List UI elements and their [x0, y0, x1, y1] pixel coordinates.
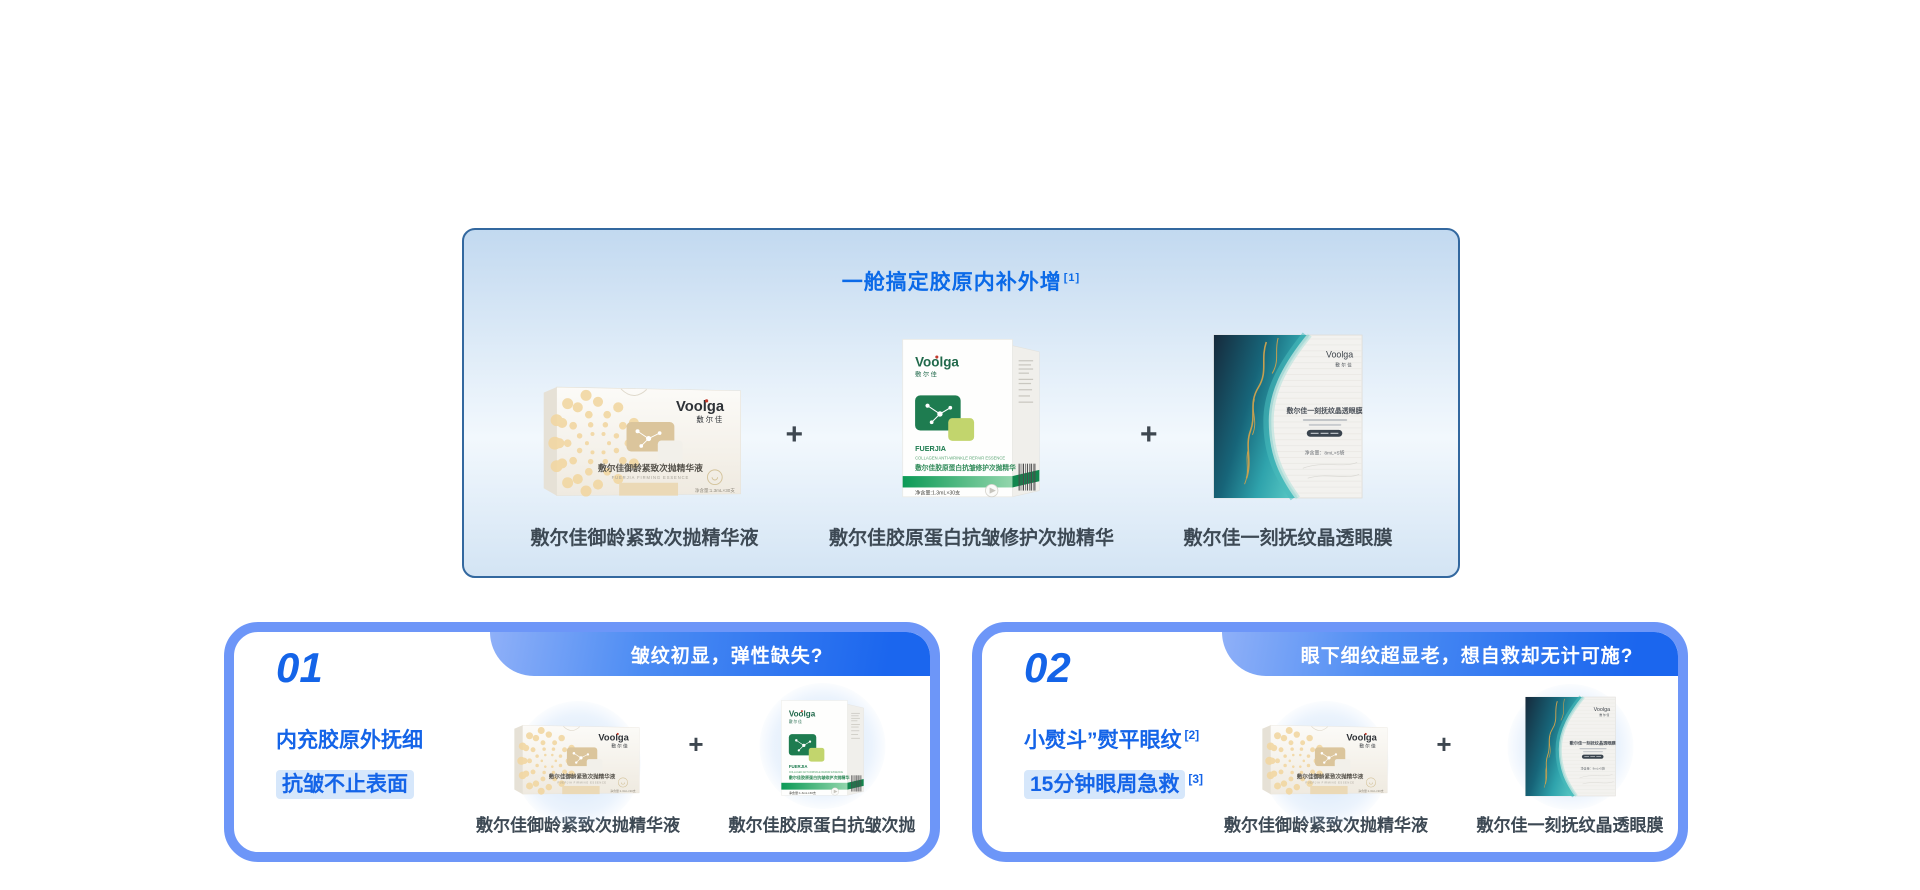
hero-title: 一舱搞定胶原内补外增[1] — [464, 266, 1458, 296]
collagen-essence-box-image — [772, 693, 872, 799]
hero-bundle-card: 一舱搞定胶原内补外增[1] 敷尔佳御龄紧致次抛精华液 + 敷尔佳胶原蛋白抗皱修护… — [462, 228, 1460, 578]
hero-title-text: 一舱搞定胶原内补外增 — [841, 271, 1062, 294]
product-caption: 敷尔佳御龄紧致次抛精华液 — [530, 528, 759, 549]
combo-02-product-1: 敷尔佳御龄紧致次抛精华液 — [1224, 701, 1428, 836]
product-cell-firming-essence: 敷尔佳御龄紧致次抛精华液 — [529, 365, 759, 550]
plus-sign: + — [785, 418, 803, 451]
combo-01-question: 皱纹初显，弹性缺失? — [630, 645, 824, 667]
hero-title-superscript: [1] — [1063, 272, 1081, 284]
benefit-line-1: 小熨斗”熨平眼纹[2] — [1024, 724, 1203, 754]
combo-01-number: 01 — [276, 644, 323, 691]
benefit-line-2: 抗皱不止表面 — [276, 768, 426, 799]
eye-mask-box-image — [1522, 694, 1618, 799]
firming-essence-box-image — [1253, 711, 1399, 799]
benefit-text: 小熨斗”熨平眼纹 — [1024, 729, 1182, 752]
plus-sign: + — [1140, 418, 1158, 451]
combo-02-number: 02 — [1024, 644, 1071, 691]
combo-02-benefit-lines: 小熨斗”熨平眼纹[2] 15分钟眼周急救[3] — [1024, 724, 1203, 812]
combo-card-01: 皱纹初显，弹性缺失? 01 内充胶原外抚细 抗皱不止表面 敷尔佳御龄紧致次抛精华… — [224, 622, 940, 862]
combo-02-product-2: 敷尔佳一刻抚纹晶透眼膜 — [1476, 684, 1664, 836]
plus-sign: + — [688, 729, 704, 759]
benefit-superscript: [2] — [1184, 728, 1200, 742]
hero-products-row: 敷尔佳御龄紧致次抛精华液 + 敷尔佳胶原蛋白抗皱修护次抛精华 + 敷尔佳一刻抚纹… — [464, 327, 1458, 550]
eye-mask-box-image — [1209, 330, 1367, 503]
product-caption: 敷尔佳胶原蛋白抗皱次抛 — [728, 816, 916, 835]
product-caption: 敷尔佳一刻抚纹晶透眼膜 — [1183, 528, 1393, 549]
firming-essence-box-image — [505, 711, 651, 799]
benefit-superscript: [3] — [1188, 772, 1204, 786]
product-cell-collagen-essence: 敷尔佳胶原蛋白抗皱修护次抛精华 — [829, 327, 1114, 550]
benefit-text-highlighted: 15分钟眼周急救 — [1024, 770, 1186, 799]
collagen-essence-box-image — [888, 327, 1054, 503]
benefit-line-2: 15分钟眼周急救[3] — [1024, 768, 1204, 799]
combo-01-benefit-lines: 内充胶原外抚细 抗皱不止表面 — [276, 724, 426, 812]
combo-01-question-bar: 皱纹初显，弹性缺失? — [490, 632, 930, 676]
product-caption: 敷尔佳一刻抚纹晶透眼膜 — [1476, 816, 1664, 835]
combo-02-question-bar: 眼下细纹超显老，想自救却无计可施? — [1222, 632, 1678, 676]
combo-01-product-1: 敷尔佳御龄紧致次抛精华液 — [476, 701, 680, 836]
benefit-line-1: 内充胶原外抚细 — [276, 724, 426, 754]
benefit-text: 内充胶原外抚细 — [276, 729, 423, 752]
combo-02-question: 眼下细纹超显老，想自救却无计可施? — [1300, 645, 1634, 667]
benefit-text-highlighted: 抗皱不止表面 — [276, 770, 414, 799]
firming-essence-box-image — [529, 365, 759, 503]
product-cell-eye-mask: 敷尔佳一刻抚纹晶透眼膜 — [1184, 330, 1393, 550]
product-caption: 敷尔佳胶原蛋白抗皱修护次抛精华 — [828, 528, 1114, 549]
combo-01-product-2: 敷尔佳胶原蛋白抗皱次抛 — [728, 683, 916, 836]
plus-sign: + — [1436, 729, 1452, 759]
combo-card-02: 眼下细纹超显老，想自救却无计可施? 02 小熨斗”熨平眼纹[2] 15分钟眼周急… — [972, 622, 1688, 862]
